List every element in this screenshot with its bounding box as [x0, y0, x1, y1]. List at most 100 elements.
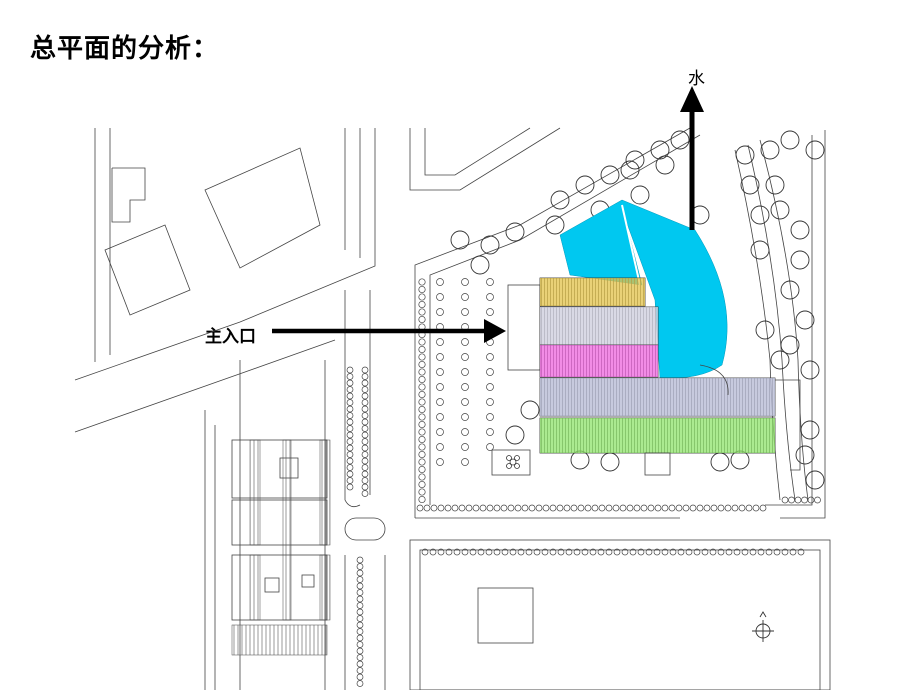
tree-symbol — [790, 220, 810, 240]
tree-symbol — [418, 495, 426, 504]
tree-symbol — [770, 200, 790, 220]
tree-symbol — [668, 504, 676, 512]
tree-symbol — [356, 608, 364, 616]
tree-symbol — [361, 392, 369, 400]
tree-symbol — [356, 556, 364, 564]
tree-symbol — [418, 450, 426, 459]
tree-symbol — [661, 548, 669, 556]
tree-symbol — [801, 496, 808, 504]
tree-symbol — [356, 641, 364, 648]
tree-symbol — [689, 504, 697, 512]
tree-symbol — [356, 660, 364, 668]
tree-symbol — [361, 373, 369, 380]
tree-symbol — [356, 569, 364, 577]
tree-symbol — [760, 140, 780, 160]
tree-symbol — [750, 240, 770, 260]
tree-symbol — [630, 185, 650, 205]
tree-symbol — [346, 412, 354, 419]
tree-symbol — [361, 425, 369, 432]
tree-symbol — [577, 504, 585, 512]
tree-symbol — [486, 383, 494, 391]
tree-symbol — [788, 496, 795, 504]
tree-symbol — [356, 647, 364, 655]
tree-symbol — [361, 366, 369, 374]
tree-symbol — [781, 496, 789, 504]
tree-symbol — [356, 667, 364, 674]
tree-symbol — [795, 445, 815, 465]
tree-symbol — [461, 548, 469, 556]
tree-rows — [346, 278, 821, 687]
tree-symbol — [731, 504, 739, 512]
tree-symbol — [361, 431, 369, 439]
tree-symbol — [356, 673, 364, 681]
tree-symbol — [416, 504, 424, 512]
tree-symbol — [461, 338, 469, 346]
tree-symbol — [557, 548, 565, 556]
roads-and-blocks — [74, 127, 831, 690]
tree-symbol — [444, 504, 452, 512]
tree-symbol — [486, 504, 494, 512]
tree-symbol — [749, 548, 757, 556]
tree-symbol — [717, 548, 725, 556]
tree-symbol — [461, 308, 469, 316]
tree-symbol — [485, 548, 493, 556]
tree-symbol — [505, 425, 525, 445]
tree-symbol — [418, 368, 426, 376]
tree-symbol — [770, 350, 790, 370]
tree-symbol — [605, 504, 613, 512]
tree-symbol — [356, 654, 364, 661]
tree-symbol — [356, 615, 364, 622]
tree-symbol — [745, 504, 753, 512]
tree-symbol — [469, 548, 477, 556]
tree-symbol — [418, 345, 426, 354]
tree-symbol — [701, 548, 709, 556]
tree-symbol — [605, 548, 613, 556]
tree-symbol — [549, 548, 557, 556]
tree-symbol — [500, 504, 508, 512]
tree-symbol — [647, 504, 655, 512]
tree-symbol — [710, 452, 730, 472]
tree-symbol — [670, 130, 690, 150]
tree-symbol — [436, 428, 444, 436]
tree-symbol — [619, 504, 627, 512]
tree-symbol — [346, 386, 354, 393]
tree-symbol — [436, 443, 444, 451]
tree-symbol — [507, 504, 515, 512]
tree-symbol — [356, 602, 364, 609]
tree-symbol — [717, 504, 725, 512]
tree-symbol — [669, 548, 677, 556]
tree-symbol — [418, 285, 426, 294]
tree-symbol — [741, 548, 749, 556]
tree-symbol — [461, 353, 469, 361]
tree-symbol — [765, 175, 785, 195]
building-zones — [491, 277, 801, 476]
tree-symbol — [645, 548, 653, 556]
tree-symbol — [505, 222, 525, 242]
tree-symbol — [356, 576, 364, 583]
tree-symbol — [533, 548, 541, 556]
tree-symbol — [465, 504, 473, 512]
tree-symbol — [545, 215, 565, 235]
tree-symbol — [814, 496, 821, 504]
tree-symbol — [565, 548, 573, 556]
tree-symbol — [525, 548, 533, 556]
tree-symbol — [418, 300, 426, 309]
tree-symbol — [549, 504, 557, 512]
tree-symbol — [461, 398, 469, 406]
tree-symbol — [655, 155, 675, 175]
tree-symbol — [418, 473, 426, 481]
tree-symbol — [450, 230, 470, 250]
tree-symbol — [800, 420, 820, 440]
tree-symbol — [759, 504, 767, 512]
tree-symbol — [346, 392, 354, 400]
tree-symbol — [501, 548, 509, 556]
tree-symbol — [436, 383, 444, 391]
tree-symbol — [418, 383, 426, 391]
tree-symbol — [346, 366, 354, 374]
tree-symbol — [418, 338, 426, 346]
tree-symbol — [795, 310, 815, 330]
tree-symbol — [418, 390, 426, 399]
tree-symbol — [653, 548, 661, 556]
tree-symbol — [418, 398, 426, 406]
